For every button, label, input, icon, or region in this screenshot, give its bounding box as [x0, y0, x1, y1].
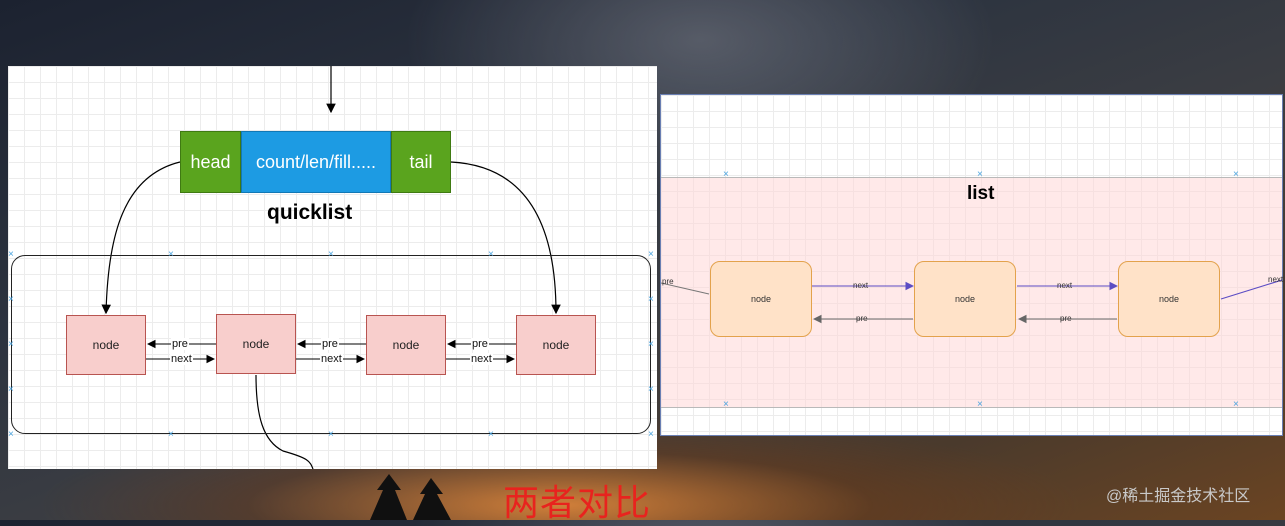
- selection-handle: ×: [8, 429, 14, 440]
- next-label-2: next: [320, 353, 343, 365]
- selection-handle: ×: [648, 429, 654, 440]
- list-node-3: node: [1118, 261, 1220, 337]
- list-title: list: [967, 183, 995, 204]
- selection-handle: ×: [723, 399, 729, 410]
- selection-handle: ×: [723, 169, 729, 180]
- quicklist-node-2: node: [216, 314, 296, 374]
- right-edge-label: next: [1268, 275, 1284, 284]
- head-to-first-node-arrow: [101, 161, 181, 315]
- list-pre-label-1: pre: [856, 314, 868, 323]
- list-node-1: node: [710, 261, 812, 337]
- selection-handle: ×: [648, 294, 654, 305]
- pre-label-2: pre: [321, 338, 339, 350]
- list-next-label-2: next: [1057, 281, 1073, 290]
- selection-handle: ×: [977, 169, 983, 180]
- tail-to-last-node-arrow: [450, 161, 561, 315]
- watermark: @稀土掘金技术社区: [1106, 488, 1251, 505]
- selection-handle: ×: [8, 294, 14, 305]
- next-label-3: next: [470, 353, 493, 365]
- selection-handle: ×: [1233, 169, 1239, 180]
- list-pre-label-2: pre: [1060, 314, 1072, 323]
- quicklist-title: quicklist: [267, 201, 353, 224]
- selection-handle: ×: [488, 429, 494, 440]
- selection-handle: ×: [648, 384, 654, 395]
- selection-handle: ×: [8, 339, 14, 350]
- selection-handle: ×: [8, 249, 14, 260]
- selection-handle: ×: [977, 399, 983, 410]
- pre-label-1: pre: [171, 338, 189, 350]
- selection-handle: ×: [168, 429, 174, 440]
- tree-silhouette: [370, 474, 451, 520]
- selection-handle: ×: [648, 249, 654, 260]
- left-incoming-edge: [661, 282, 710, 295]
- list-next-label-1: next: [853, 281, 869, 290]
- selection-handle: ×: [488, 249, 494, 260]
- quicklist-node-3: node: [366, 315, 446, 375]
- selection-handle: ×: [648, 339, 654, 350]
- list-node-2: node: [914, 261, 1016, 337]
- next-label-1: next: [170, 353, 193, 365]
- tail-cell: tail: [391, 131, 451, 193]
- selection-handle: ×: [1233, 399, 1239, 410]
- comparison-caption: 两者对比: [503, 482, 652, 523]
- selection-handle: ×: [328, 429, 334, 440]
- pre-label-3: pre: [471, 338, 489, 350]
- meta-cell: count/len/fill.....: [241, 131, 391, 193]
- list-connectors: [661, 279, 1282, 324]
- quicklist-diagram-panel: head count/len/fill..... tail quicklist …: [8, 66, 657, 469]
- selection-handle: ×: [328, 249, 334, 260]
- node-to-ziplist-connector: [255, 374, 314, 469]
- quicklist-node-1: node: [66, 315, 146, 375]
- selection-handle: ×: [8, 384, 14, 395]
- list-diagram-panel: list node node node next pre next pre pr…: [660, 94, 1283, 436]
- head-cell: head: [180, 131, 241, 193]
- right-outgoing-edge: [1220, 279, 1282, 300]
- quicklist-node-container: [11, 255, 651, 434]
- selection-handle: ×: [168, 249, 174, 260]
- quicklist-node-4: node: [516, 315, 596, 375]
- left-edge-label: pre: [662, 277, 674, 286]
